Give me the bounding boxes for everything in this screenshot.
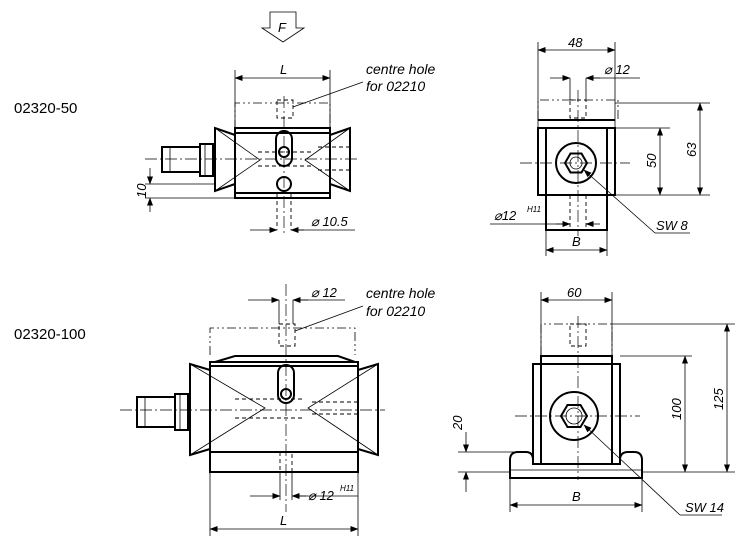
bottom-dim-sw: SW 14 [583,424,724,516]
top-dim-sw-text: SW 8 [656,218,689,233]
bottom-dim-h20: 20 [450,415,525,492]
bottom-note-line1: centre hole [366,285,435,301]
bottom-note-line2: for 02210 [366,303,425,319]
top-dim-hole-diameter: ⌀ 10.5 [250,214,355,233]
top-dim-d12-text: ⌀ 12 [604,62,631,77]
top-dim-heights: 50 63 [608,102,710,196]
top-dim-hole-text: ⌀ 10.5 [311,214,349,229]
top-dim-L-text: L [280,62,287,77]
top-centre-hole-note: centre hole for 02210 [292,61,435,108]
top-dim-10-text: 10 [134,183,149,198]
bottom-dim-h100-text: 100 [669,398,684,420]
bottom-dim-bore: ⌀ 12 H11 [250,472,358,503]
part-number-bottom: 02320-100 [14,326,86,343]
top-dim-width-text: 48 [568,35,583,50]
bottom-dim-d12-text: ⌀ 12 [311,285,338,300]
top-bore-text: ⌀12 [494,208,517,223]
top-dim-L: L [234,62,331,128]
bottom-side-view [509,316,643,480]
force-label: F [278,20,287,35]
bottom-dim-d12: ⌀ 12 [248,285,345,324]
top-dim-B-text: B [572,234,581,249]
bottom-front-view [120,284,385,512]
bottom-dim-L: L [209,472,359,536]
top-note-line1: centre hole [366,61,435,77]
bottom-centre-hole-note: centre hole for 02210 [294,285,435,332]
top-note-line2: for 02210 [366,78,425,94]
bottom-dim-L-text: L [280,513,287,528]
bottom-dim-B-text: B [572,489,581,504]
part-number-top: 02320-50 [14,100,77,117]
bottom-dim-width: 60 [540,285,613,356]
bottom-dim-B: B [509,478,643,512]
bottom-dim-h125-text: 125 [711,388,726,410]
top-dim-width: 48 [537,35,616,120]
bottom-bore-tol: H11 [340,484,354,493]
top-dim-sw: SW 8 [583,169,690,234]
top-dim-h63-text: 63 [684,142,699,157]
top-side-view [520,90,630,236]
top-bore-tol: H11 [527,205,541,214]
top-dim-bore: ⌀12 H11 [490,205,600,227]
force-arrow: F [260,11,306,43]
top-dim-10: 10 [134,168,235,212]
top-dim-B: B [545,230,608,256]
top-dim-h50-text: 50 [644,153,659,168]
bottom-dim-heights: 100 125 [612,323,735,473]
top-dim-d12: ⌀ 12 [550,62,640,100]
bottom-dim-width-text: 60 [567,285,582,300]
bottom-dim-sw-text: SW 14 [685,500,724,515]
bottom-bore-text: ⌀ 12 [308,488,335,503]
top-front-view [145,96,360,236]
bottom-dim-h20-text: 20 [450,415,465,431]
